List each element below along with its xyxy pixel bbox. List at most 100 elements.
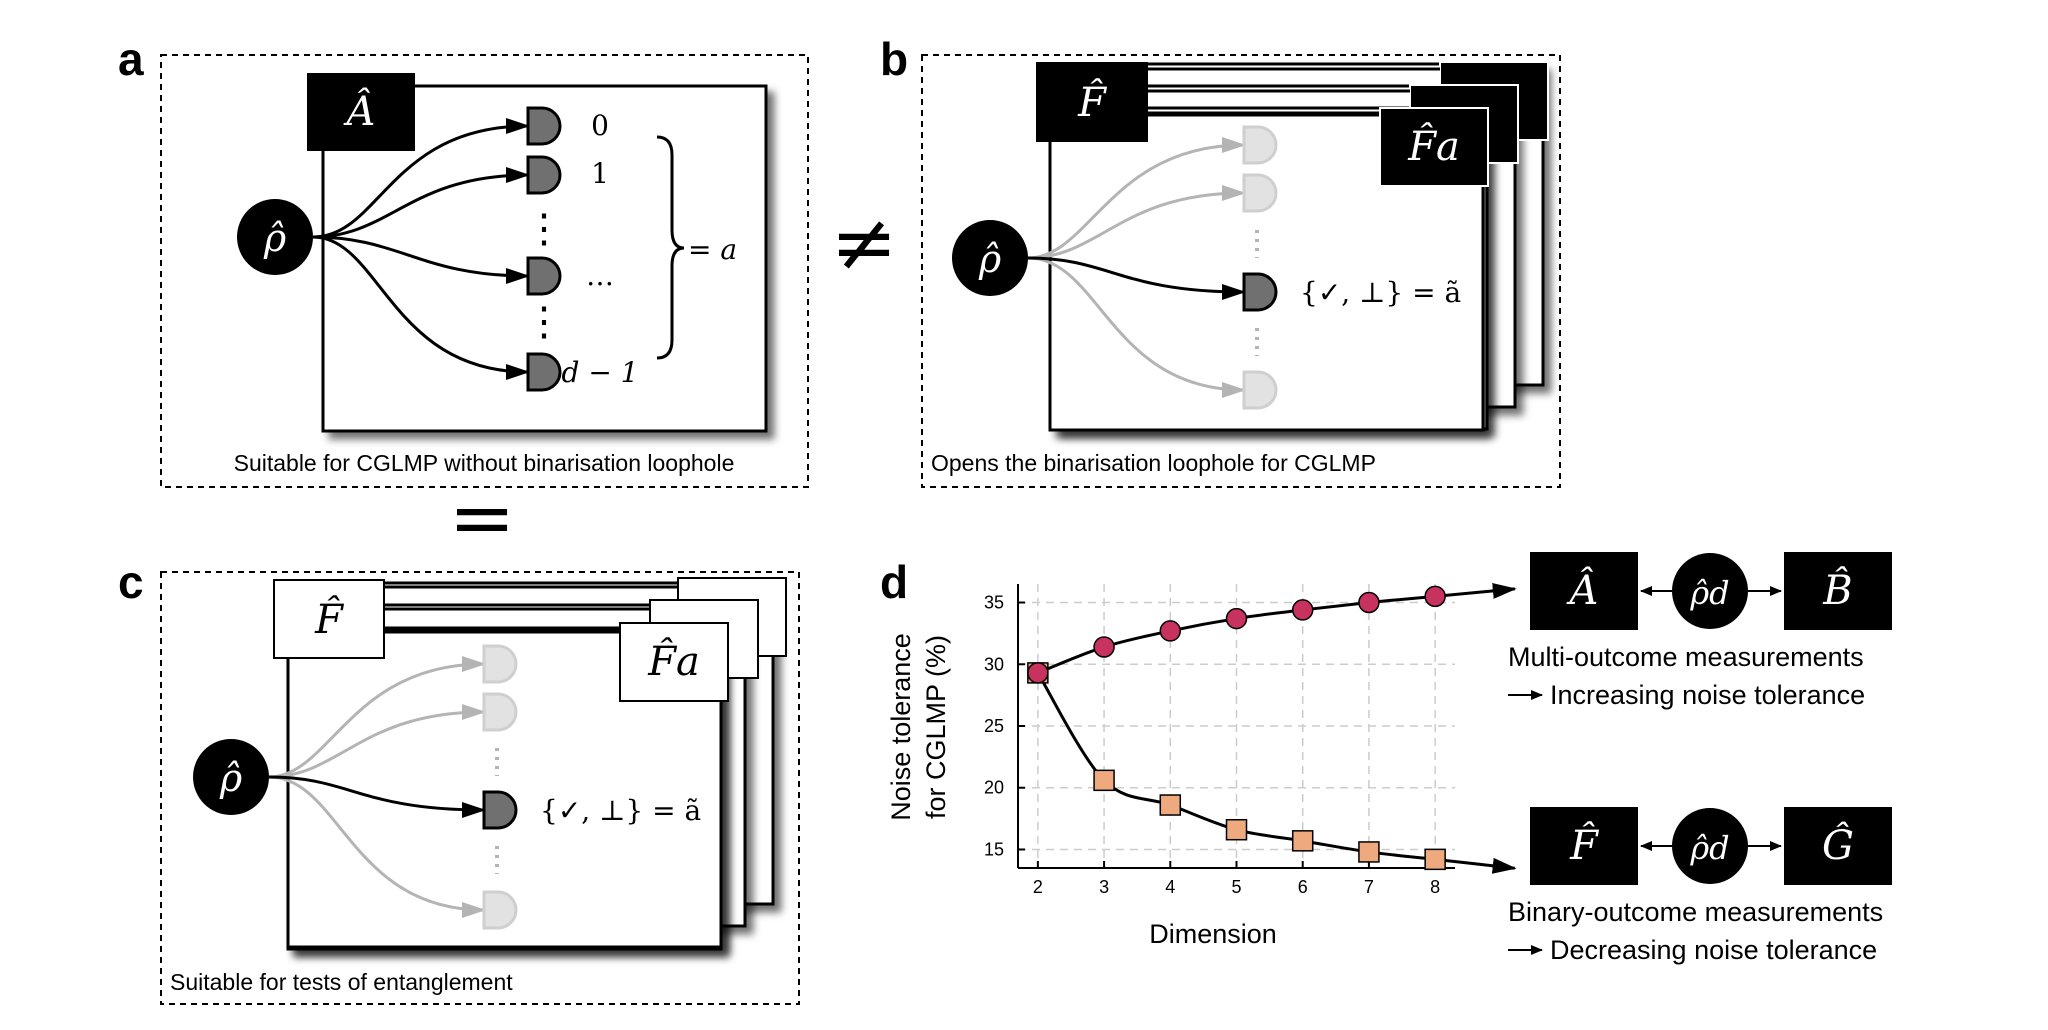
active-branch-c — [268, 775, 486, 818]
panel-c-letter: c — [118, 556, 144, 608]
operator-label-d-f: F̂ — [1569, 823, 1599, 869]
state-node-d-bottom — [1672, 808, 1748, 884]
operator-box-d-a — [1530, 552, 1638, 630]
detector-a-2 — [526, 256, 562, 296]
vdots-a-2: ⋮ — [524, 299, 564, 345]
multi-outcome-point — [1093, 636, 1115, 658]
detector-c-faded-0 — [482, 644, 518, 684]
operator-box-d-g — [1784, 807, 1892, 885]
operator-box-d-b — [1784, 552, 1892, 630]
outcome-label-c: {✓, ⊥} = ã — [540, 794, 701, 827]
detector-b-active — [1242, 272, 1278, 312]
multi-outcome-point — [1027, 662, 1049, 684]
binary-outcome-point — [1225, 818, 1248, 841]
operator-label-d-g: Ĝ — [1822, 822, 1854, 869]
state-node-d-top — [1672, 553, 1748, 629]
panel-b: b F̂a F̂ ρ̂ {✓, ⊥} = ã Opens the bin — [880, 33, 1561, 488]
detector-b-faded-1 — [1242, 173, 1278, 213]
outcome-label-1: 1 — [591, 157, 609, 190]
panel-a-letter: a — [118, 33, 144, 85]
operator-label-d-b: B̂ — [1822, 568, 1852, 614]
y-tick-label: 20 — [984, 778, 1004, 798]
panel-a: a Â ρ̂ ⋮ ⋮ 0 1 … d − 1 = a Suitable for … — [118, 33, 809, 488]
bottom-text-1: Binary-outcome measurements — [1508, 897, 1883, 927]
x-tick-label: 8 — [1430, 877, 1440, 897]
branch-a-3 — [312, 235, 530, 380]
detector-c-active — [482, 790, 518, 830]
x-tick-label: 5 — [1231, 877, 1241, 897]
operator-box-b-stack — [1379, 107, 1489, 187]
state-label-c: ρ̂ — [219, 756, 243, 800]
outcome-label-b: {✓, ⊥} = ã — [1300, 276, 1461, 309]
state-label-a: ρ̂ — [263, 216, 287, 260]
outcome-label-2: … — [586, 259, 614, 292]
multi-outcome-point — [1291, 599, 1314, 621]
operator-box-a — [307, 73, 415, 151]
y-tick-label: 15 — [984, 839, 1004, 859]
brace-equals-label: = a — [688, 233, 737, 266]
operator-box-d-f — [1530, 807, 1638, 885]
multi-outcome-point — [1159, 620, 1182, 642]
y-axis-label-line1: Noise tolerance — [886, 633, 916, 821]
state-node-c — [193, 739, 269, 815]
state-label-d-top: ρ̂d — [1689, 574, 1729, 612]
branch-a-2 — [312, 235, 530, 284]
x-tick-label: 2 — [1033, 877, 1043, 897]
operator-label-a: Â — [343, 88, 376, 135]
faded-branch-c-0 — [268, 656, 486, 779]
binary-outcome-point — [1291, 830, 1314, 852]
detector-b-faded-2 — [1242, 370, 1278, 410]
equal-sign: = — [448, 471, 515, 564]
state-label-b: ρ̂ — [978, 237, 1002, 281]
panel-b-letter: b — [880, 33, 908, 85]
x-axis-label: Dimension — [1149, 919, 1277, 949]
detector-b-faded-0 — [1242, 125, 1278, 165]
x-tick-label: 6 — [1298, 877, 1308, 897]
detector-c-faded-2 — [482, 890, 518, 930]
detector-a-3 — [526, 352, 562, 392]
multi-outcome-point — [1225, 607, 1248, 630]
operator-box-c — [273, 579, 385, 659]
top-text-2: Increasing noise tolerance — [1550, 680, 1865, 710]
state-node-b — [952, 220, 1028, 296]
x-tick-label: 3 — [1099, 877, 1109, 897]
y-axis-label-line2: for CGLMP (%) — [921, 635, 951, 819]
x-tick-label: 7 — [1364, 877, 1374, 897]
outcome-label-0: 0 — [591, 109, 609, 142]
panel-c-caption: Suitable for tests of entanglement — [170, 969, 513, 995]
y-tick-label: 35 — [984, 593, 1004, 613]
binary-outcome-point — [1159, 794, 1182, 816]
panel-b-caption: Opens the binarisation loophole for CGLM… — [931, 450, 1376, 476]
panel-a-frame — [160, 54, 809, 488]
faded-branch-b-2 — [1027, 256, 1246, 398]
chart-points — [1027, 585, 1446, 871]
binary-outcome-point — [1093, 769, 1115, 792]
vdots-a-1: ⋮ — [524, 206, 564, 252]
panel-d-letter: d — [880, 556, 908, 608]
faded-branch-c-2 — [268, 775, 486, 918]
detector-a-0 — [526, 106, 562, 146]
panel-c-frame — [160, 571, 800, 1005]
y-tick-label: 25 — [984, 716, 1004, 736]
bottom-text-2: Decreasing noise tolerance — [1550, 935, 1877, 965]
state-node-a — [237, 199, 313, 275]
panel-c: c F̂a F̂ ρ̂ {✓, ⊥} = ã Suitable for test… — [118, 556, 800, 1005]
branch-a-0 — [312, 118, 530, 239]
binary-outcome-point — [1424, 848, 1446, 871]
outcome-brace — [656, 135, 685, 360]
faded-branch-b-1 — [1027, 185, 1246, 260]
top-text-1: Multi-outcome measurements — [1508, 642, 1864, 672]
operator-box-c-stack — [619, 622, 729, 702]
faded-branch-c-1 — [268, 704, 486, 779]
operator-stack-label-c: F̂a — [647, 639, 700, 685]
operator-box-b — [1036, 62, 1148, 142]
faded-branch-b-0 — [1027, 137, 1246, 260]
detector-a-1 — [526, 155, 562, 195]
detector-c-faded-1 — [482, 692, 518, 732]
outcome-label-3: d − 1 — [562, 356, 639, 389]
panel-a-caption: Suitable for CGLMP without binarisation … — [234, 450, 735, 476]
branch-a-1 — [312, 167, 530, 239]
panel-b-frame — [921, 54, 1561, 488]
